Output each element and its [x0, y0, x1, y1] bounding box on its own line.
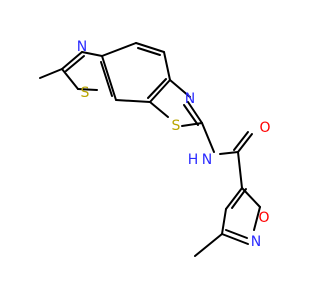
bond	[77, 88, 98, 91]
molecule-structure: N S S N N H O O N	[39, 39, 271, 257]
molecule-canvas: N S S N N H O O N	[39, 39, 271, 257]
bond	[39, 68, 63, 79]
bond	[221, 233, 249, 245]
atom-label: N	[185, 91, 195, 107]
atom-label: N	[202, 152, 212, 168]
bond	[221, 208, 227, 235]
atom-label: O	[258, 210, 269, 226]
bond	[61, 68, 79, 90]
atom-label: N	[251, 234, 261, 250]
bond	[81, 51, 103, 57]
bond	[201, 122, 215, 153]
bond	[135, 42, 165, 53]
bond	[237, 133, 253, 153]
bond	[187, 101, 203, 124]
bond	[183, 104, 199, 126]
bond	[169, 79, 191, 98]
bond	[194, 233, 223, 257]
bond	[181, 122, 203, 127]
bond	[253, 206, 261, 231]
bond	[101, 42, 137, 57]
bond	[163, 51, 171, 81]
atom-label: O	[259, 120, 270, 136]
bond	[137, 47, 161, 56]
bond	[241, 187, 261, 208]
bond	[147, 78, 167, 99]
bonds	[39, 42, 261, 257]
atom-label: H	[188, 152, 199, 168]
bond	[233, 131, 249, 151]
bond	[149, 79, 171, 103]
bond	[61, 51, 83, 70]
bond	[219, 151, 239, 155]
atom-label: N	[77, 39, 87, 55]
bond	[237, 151, 243, 189]
bond	[225, 229, 248, 239]
bond	[65, 55, 85, 72]
bond	[149, 101, 169, 118]
bond	[100, 61, 113, 97]
bond	[231, 188, 247, 209]
bond	[101, 55, 117, 101]
bond	[225, 187, 243, 210]
bond	[115, 99, 151, 103]
atom-label: S	[172, 118, 181, 134]
atom-labels: N S S N N H O O N	[77, 39, 271, 250]
atom-label: S	[81, 85, 90, 101]
